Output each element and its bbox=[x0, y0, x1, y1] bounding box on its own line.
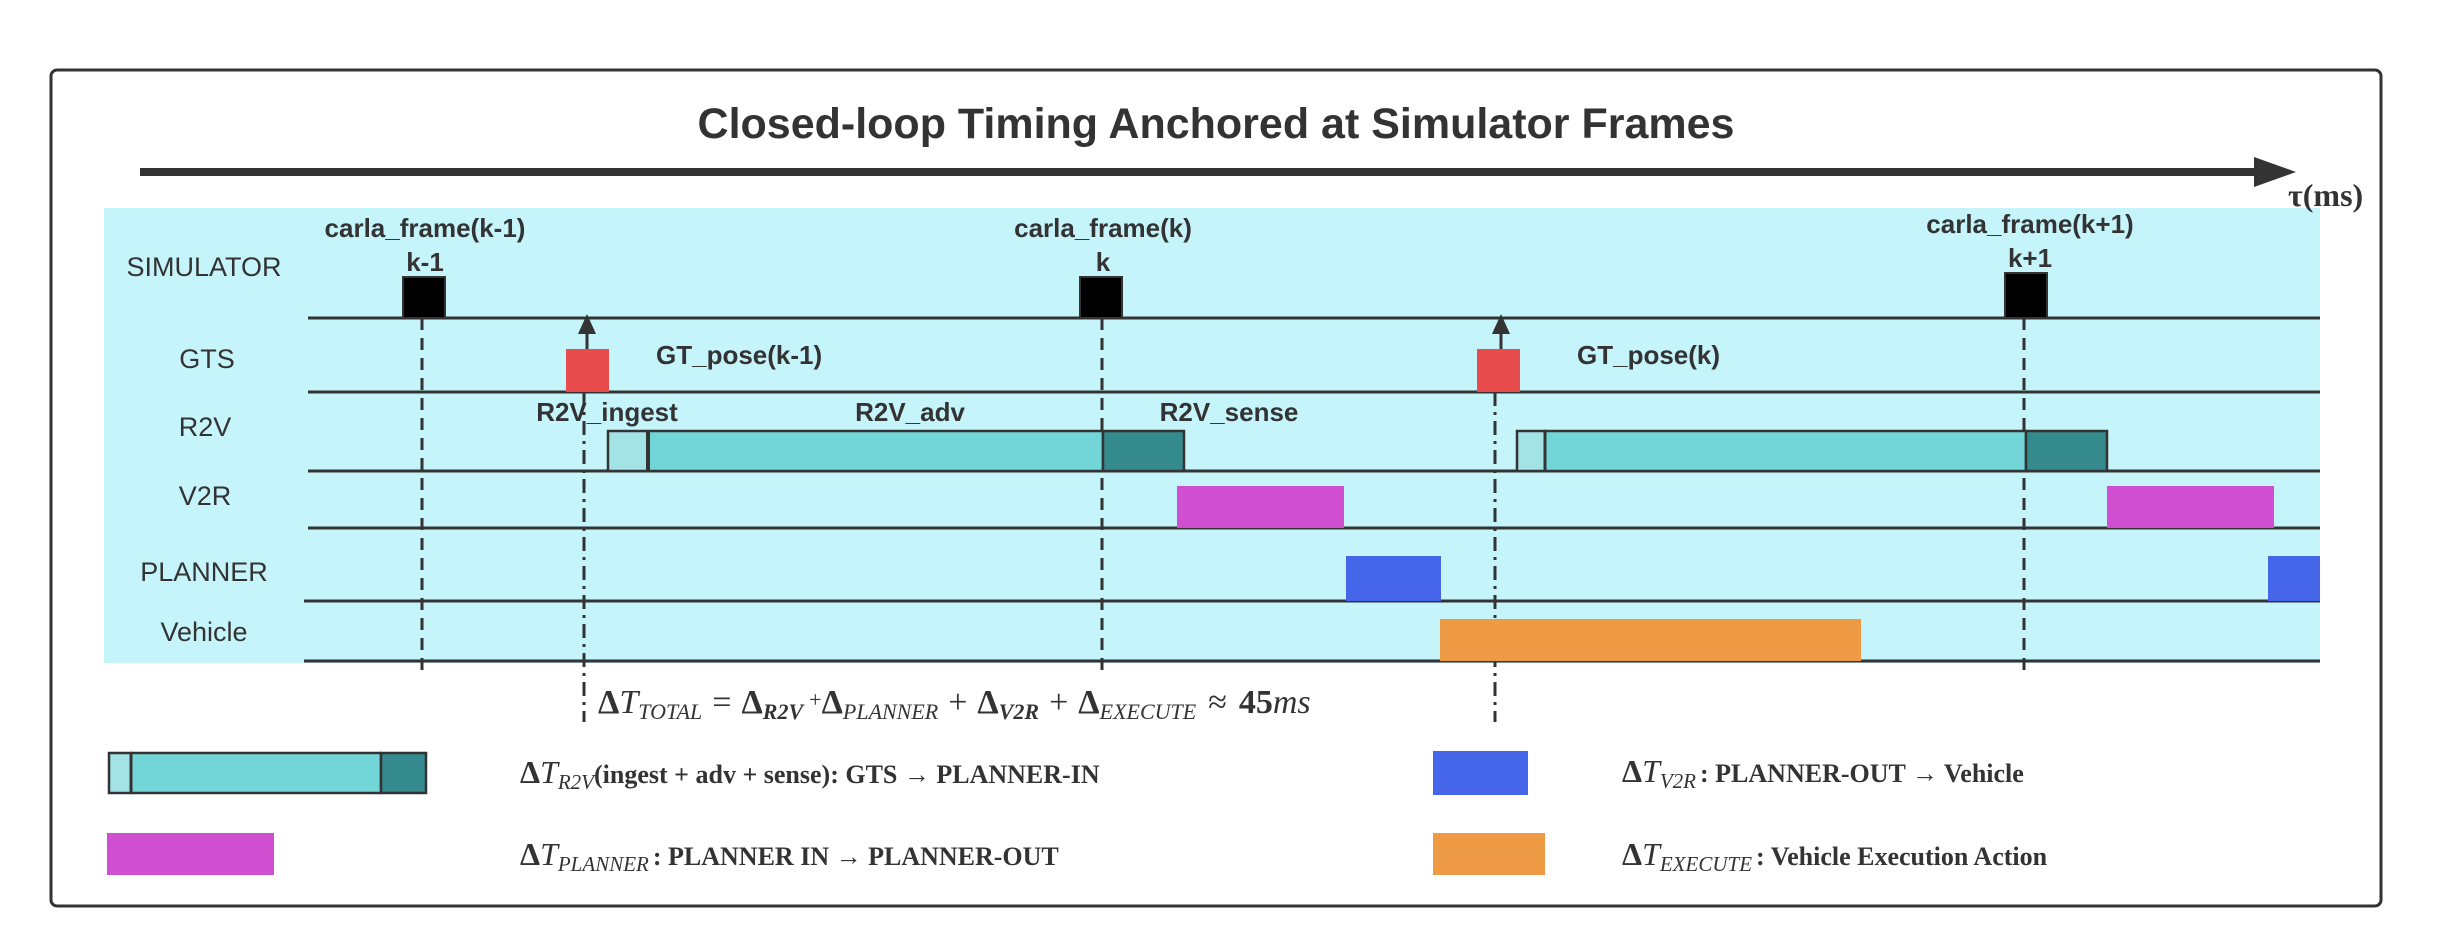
frame-name-k-1: carla_frame(k-1) bbox=[325, 213, 526, 243]
frame-name-k+1: carla_frame(k+1) bbox=[1926, 209, 2133, 239]
r2v-sense-bar-2 bbox=[2024, 429, 2109, 473]
eq-sub-v2r: V2R bbox=[999, 699, 1039, 724]
legend-planner-sub: PLANNER bbox=[557, 852, 649, 876]
diagram-title: Closed-loop Timing Anchored at Simulator… bbox=[698, 100, 1735, 148]
gt-pose-box-k-1 bbox=[566, 349, 609, 392]
planner-bar-1 bbox=[1346, 556, 1441, 601]
eq-value: 45 bbox=[1239, 684, 1273, 721]
eq-approx: ≈ bbox=[1208, 684, 1227, 721]
legend-planner-t: T bbox=[540, 836, 560, 872]
lane-label-v2r: V2R bbox=[179, 481, 232, 511]
r2v-ingest-bar-2 bbox=[1515, 429, 1547, 473]
frame-box-k bbox=[1079, 276, 1123, 319]
lane-label-vehicle: Vehicle bbox=[160, 617, 247, 647]
planner-bar-2 bbox=[2268, 556, 2320, 601]
v2r-bar-2 bbox=[2107, 486, 2274, 528]
eq-delta-exec: Δ bbox=[1078, 684, 1099, 721]
eq-delta-planner: Δ bbox=[822, 684, 843, 721]
gt-pose-box-k bbox=[1477, 349, 1520, 392]
frame-box-k-1 bbox=[402, 276, 446, 319]
gt-pose-arrowhead-k-1 bbox=[578, 314, 596, 334]
legend-v2r-sub: V2R bbox=[1660, 769, 1696, 793]
legend-r2v-delta: Δ bbox=[520, 754, 540, 790]
gt-pose-label-k: GT_pose(k) bbox=[1577, 340, 1720, 370]
legend-text-planner: ΔTPLANNER: PLANNER IN → PLANNER-OUT bbox=[520, 836, 1059, 876]
r2v-adv-label: R2V_adv bbox=[855, 397, 965, 427]
eq-sub-r2v: R2V bbox=[762, 699, 806, 724]
legend-v2r-delta: Δ bbox=[1622, 753, 1642, 789]
execute-bar bbox=[1440, 619, 1861, 661]
total-latency-equation: ΔTTOTAL=ΔR2V+ΔPLANNER+ΔV2R+ΔEXECUTE≈45ms bbox=[598, 684, 1311, 724]
lane-label-planner: PLANNER bbox=[140, 557, 268, 587]
legend-text-v2r: ΔTV2R: PLANNER-OUT → Vehicle bbox=[1622, 753, 2024, 793]
lane-label-simulator: SIMULATOR bbox=[126, 252, 281, 282]
eq-sub-planner: PLANNER bbox=[842, 699, 939, 724]
eq-plus-1: + bbox=[948, 684, 967, 721]
legend-execute-t: T bbox=[1642, 836, 1662, 872]
time-axis-arrowhead bbox=[2254, 157, 2296, 187]
frame-index-k+1: k+1 bbox=[2008, 243, 2052, 273]
legend-text-execute: ΔTEXECUTE: Vehicle Execution Action bbox=[1622, 836, 2048, 876]
legend-r2v-desc: (ingest + adv + sense): GTS → PLANNER-IN bbox=[594, 760, 1100, 789]
legend-execute-desc: : Vehicle Execution Action bbox=[1756, 842, 2048, 871]
eq-unit: ms bbox=[1273, 684, 1311, 721]
r2v-ingest-bar-1 bbox=[606, 429, 650, 473]
legend-swatch-r2v bbox=[107, 751, 428, 795]
legend-execute-delta: Δ bbox=[1622, 836, 1642, 872]
eq-t-total: T bbox=[619, 684, 640, 721]
r2v-sense-bar-1 bbox=[1101, 429, 1186, 473]
gt-pose-label-k-1: GT_pose(k-1) bbox=[656, 340, 822, 370]
frame-box-k+1 bbox=[2004, 272, 2048, 319]
eq-delta-r2v: Δ bbox=[741, 684, 762, 721]
v2r-bar-1 bbox=[1177, 486, 1344, 528]
legend-planner-desc: : PLANNER IN → PLANNER-OUT bbox=[653, 842, 1059, 871]
legend-swatch-planner bbox=[1433, 751, 1528, 795]
eq-sub-total: TOTAL bbox=[638, 699, 702, 724]
lane-label-r2v: R2V bbox=[179, 412, 232, 442]
legend-v2r-desc: : PLANNER-OUT → Vehicle bbox=[1700, 759, 2024, 788]
legend-r2v-t: T bbox=[540, 754, 560, 790]
r2v-sense-label: R2V_sense bbox=[1160, 397, 1299, 427]
frame-index-k: k bbox=[1096, 247, 1111, 277]
legend-swatch-execute bbox=[1433, 833, 1545, 875]
frame-name-k: carla_frame(k) bbox=[1014, 213, 1192, 243]
r2v-ingest-label: R2V_ingest bbox=[536, 397, 678, 427]
frame-index-k-1: k-1 bbox=[406, 247, 444, 277]
r2v-adv-bar-2 bbox=[1543, 429, 2028, 473]
eq-delta-total: Δ bbox=[598, 684, 619, 721]
time-axis-label: τ(ms) bbox=[2288, 177, 2363, 213]
eq-delta-v2r: Δ bbox=[977, 684, 998, 721]
r2v-adv-bar-1 bbox=[646, 429, 1105, 473]
legend-swatch-v2r bbox=[107, 833, 274, 875]
eq-sub-exec: EXECUTE bbox=[1099, 699, 1197, 724]
legend-text-r2v: ΔTR2V(ingest + adv + sense): GTS → PLANN… bbox=[520, 754, 1100, 794]
legend-execute-sub: EXECUTE bbox=[1659, 852, 1752, 876]
eq-plus-2: + bbox=[1049, 684, 1068, 721]
legend-v2r-t: T bbox=[1642, 753, 1662, 789]
lane-label-gts: GTS bbox=[179, 344, 235, 374]
legend-r2v-sub: R2V bbox=[557, 770, 596, 794]
eq-equals: = bbox=[712, 684, 731, 721]
gt-pose-arrowhead-k bbox=[1492, 314, 1510, 334]
eq-plus-small: + bbox=[809, 687, 821, 712]
legend-planner-delta: Δ bbox=[520, 836, 540, 872]
